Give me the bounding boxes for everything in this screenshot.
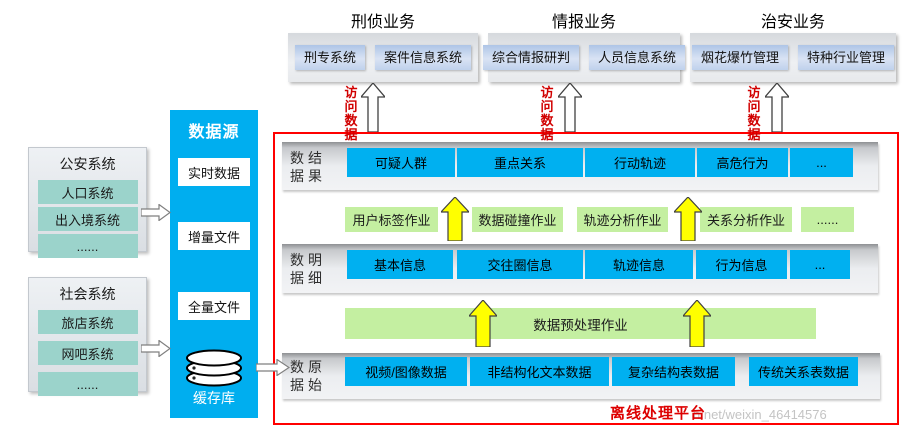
row-label-line: 数明 <box>290 252 326 268</box>
results-row-label: 数结 据果 <box>290 149 326 185</box>
source-item: ...... <box>37 372 138 396</box>
source-box-social: 社会系统 旅店系统 网吧系统 ...... <box>28 277 147 396</box>
access-data-label: 访问数据 <box>540 85 554 142</box>
source-box-title: 社会系统 <box>59 286 116 302</box>
result-cell: 可疑人群 <box>347 148 455 177</box>
watermark-text: n.net/weixin_46414576 <box>693 407 827 422</box>
biz-panel-security: 烟花爆竹管理 特种行业管理 <box>690 33 896 82</box>
job-cell: 关系分析作业 <box>700 207 792 232</box>
biz-title-criminal: 刑侦业务 <box>350 14 415 31</box>
system-chip: 烟花爆竹管理 <box>691 45 788 70</box>
datasource-title: 数据源 <box>188 124 240 141</box>
source-item: 出入境系统 <box>37 207 138 231</box>
raw-cell: 复杂结构表数据 <box>612 357 735 386</box>
job-cell: ...... <box>801 207 854 232</box>
biz-title-intel: 情报业务 <box>551 14 616 31</box>
raw-cell: 非结构化文本数据 <box>470 357 609 386</box>
detail-cell: 行为信息 <box>696 250 787 279</box>
offline-platform-box <box>273 132 899 425</box>
database-cylinder-icon <box>186 349 242 387</box>
datasource-stage: 增量文件 <box>178 222 250 250</box>
biz-panel-criminal: 刑专系统 案件信息系统 <box>288 33 478 82</box>
yellow-up-arrow-icon <box>469 300 497 347</box>
raw-cell: 传统关系表数据 <box>749 357 858 386</box>
system-chip: 案件信息系统 <box>375 45 472 70</box>
source-item: 旅店系统 <box>37 310 138 334</box>
up-arrow-icon <box>361 83 385 132</box>
details-row-label: 数明 据细 <box>290 251 326 287</box>
yellow-up-arrow-icon <box>683 300 711 347</box>
right-arrow-icon <box>141 204 171 221</box>
row-label-line: 数结 <box>290 150 326 166</box>
source-item: 人口系统 <box>37 180 138 204</box>
system-chip: 综合情报研判 <box>482 45 579 70</box>
system-chip: 特种行业管理 <box>798 45 895 70</box>
datasource-stage: 实时数据 <box>178 158 250 186</box>
datasource-stage: 全量文件 <box>178 292 250 320</box>
detail-cell: ... <box>790 250 850 279</box>
detail-cell: 基本信息 <box>347 250 453 279</box>
detail-cell: 轨迹信息 <box>585 250 693 279</box>
detail-cell: 交往圈信息 <box>457 250 583 279</box>
right-arrow-icon <box>141 340 171 357</box>
biz-title-security: 治安业务 <box>760 14 825 31</box>
raw-row-label: 数原 据始 <box>290 358 326 394</box>
yellow-up-arrow-icon <box>674 197 702 241</box>
row-label-line: 数原 <box>290 359 326 375</box>
access-data-label: 访问数据 <box>344 85 358 142</box>
system-chip: 人员信息系统 <box>589 45 686 70</box>
raw-cell: 视频/图像数据 <box>345 357 467 386</box>
preprocess-bar: 数据预处理作业 <box>345 308 816 339</box>
cache-db-label: 缓存库 <box>193 390 235 406</box>
job-cell: 数据碰撞作业 <box>472 207 563 232</box>
up-arrow-icon <box>558 83 582 132</box>
row-label-line: 据始 <box>290 377 326 393</box>
platform-title: 离线处理平台 <box>610 405 707 422</box>
result-cell: 重点关系 <box>457 148 583 177</box>
source-box-police: 公安系统 人口系统 出入境系统 ...... <box>28 147 147 258</box>
yellow-up-arrow-icon <box>441 197 469 241</box>
access-data-label: 访问数据 <box>747 85 761 142</box>
source-box-title: 公安系统 <box>59 156 116 172</box>
source-item: ...... <box>37 234 138 258</box>
result-cell: 行动轨迹 <box>585 148 695 177</box>
job-cell: 轨迹分析作业 <box>577 207 668 232</box>
source-item: 网吧系统 <box>37 341 138 365</box>
system-chip: 刑专系统 <box>294 45 365 70</box>
result-cell: ... <box>790 148 853 177</box>
row-label-line: 据果 <box>290 168 326 184</box>
up-arrow-icon <box>765 83 789 132</box>
job-cell: 用户标签作业 <box>345 207 438 232</box>
result-cell: 高危行为 <box>697 148 788 177</box>
biz-panel-intel: 综合情报研判 人员信息系统 <box>482 33 686 82</box>
row-label-line: 据细 <box>290 270 326 286</box>
right-arrow-icon <box>256 359 290 376</box>
